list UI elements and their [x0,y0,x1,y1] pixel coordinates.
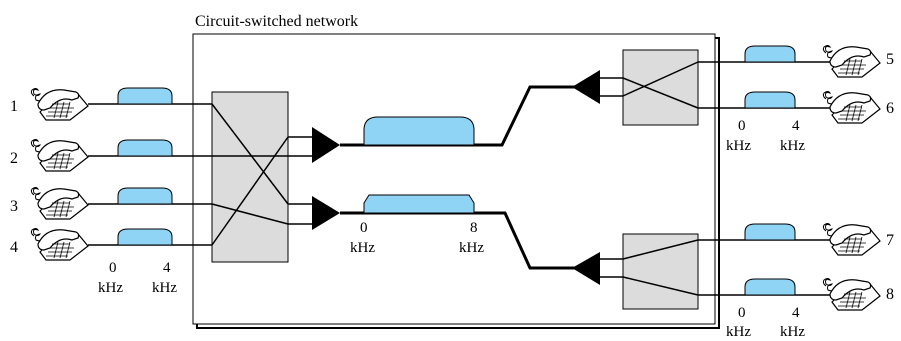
left-spectrum-humps [117,87,173,246]
phone-3-icon [30,186,89,220]
right-top-switch-connections [600,61,830,109]
phone-6-icon [822,90,881,124]
band-label-right-top: 0 4 kHz kHz [726,118,805,154]
band-right-bottom-unit-low: kHz [726,324,751,340]
right-bottom-switch-connections [600,239,830,296]
band-left-unit-high: kHz [152,280,177,296]
band-right-top-high: 4 [792,118,800,134]
band-right-bottom-high: 4 [792,305,800,321]
trunk-spectrum-humps [363,116,475,214]
multiplexer-top [312,127,340,163]
phone-label-3: 3 [10,198,18,215]
band-right-bottom-low: 0 [738,305,746,321]
phone-label-2: 2 [10,150,18,167]
band-right-bottom-unit-high: kHz [780,324,805,340]
band-trunk-unit-low: kHz [350,240,375,256]
phone-4-icon [30,227,89,261]
band-left-high: 4 [163,260,171,276]
left-switch-connections [211,103,315,246]
phone-label-4: 4 [10,239,18,256]
phone-2-icon [30,138,89,172]
right-top-switch [622,49,699,126]
left-switch [211,91,289,263]
demultiplexer-bottom [572,252,600,285]
band-right-top-low: 0 [738,118,746,134]
phone-7-icon [822,222,881,256]
band-trunk-low: 0 [360,220,368,236]
band-label-right-bottom: 0 4 kHz kHz [726,305,805,340]
band-label-trunk: 0 8 kHz kHz [350,220,484,256]
band-left-unit-low: kHz [98,280,123,296]
phone-label-1: 1 [10,98,18,115]
band-trunk-high: 8 [470,220,478,236]
phone-label-6: 6 [886,100,894,117]
demultiplexer-top [572,70,600,104]
right-bottom-switch [622,233,699,310]
band-label-left: 0 4 kHz kHz [98,260,177,296]
phone-8-icon [822,277,881,311]
phone-label-5: 5 [886,51,894,68]
right-spectrum-humps [744,45,796,296]
band-right-top-unit-low: kHz [726,138,751,154]
phone-label-8: 8 [886,286,894,303]
network-title: Circuit-switched network [195,13,358,30]
band-right-top-unit-high: kHz [780,138,805,154]
multiplexer-bottom [312,196,340,230]
phone-5-icon [822,44,881,78]
band-left-low: 0 [109,260,117,276]
band-trunk-unit-high: kHz [459,240,484,256]
phone-1-icon [30,87,89,121]
phone-label-7: 7 [886,232,894,249]
